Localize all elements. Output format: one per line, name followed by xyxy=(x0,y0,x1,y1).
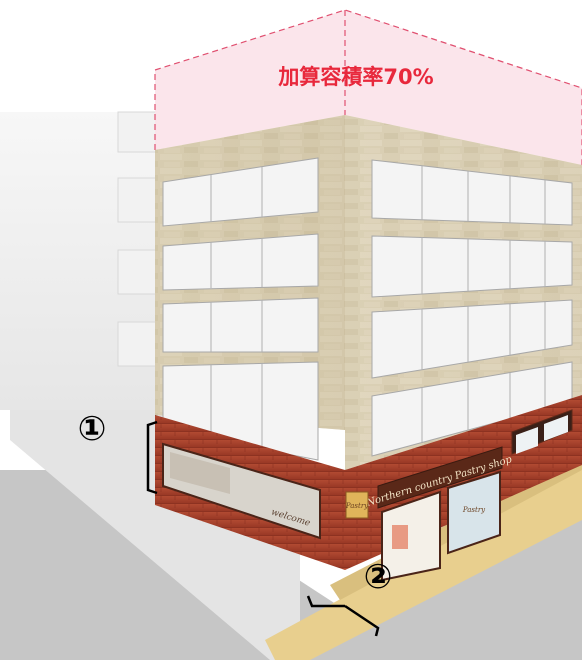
neighbor-window xyxy=(117,177,157,223)
marker-one-bracket xyxy=(146,420,158,495)
shop-poster-window xyxy=(447,470,501,555)
bonus-zone-outline xyxy=(154,9,582,165)
shop-sign-board xyxy=(377,446,503,509)
bonus-far-label: 加算容積率70% xyxy=(277,65,433,89)
window-band xyxy=(162,157,319,227)
left-windows xyxy=(162,157,319,461)
hanging-sign: Pastry xyxy=(345,491,369,519)
marker-one-label: ① xyxy=(78,409,107,449)
marker-two-bracket-right xyxy=(344,604,380,637)
ground-floor-left: welcome xyxy=(155,415,345,570)
neighbor-window xyxy=(117,249,157,295)
hanging-sign-text: Pastry xyxy=(345,502,369,510)
shop-door-window xyxy=(381,490,441,582)
window-band xyxy=(162,297,319,353)
neighbor-window xyxy=(117,111,157,153)
window-display xyxy=(170,452,230,494)
display-item xyxy=(392,525,408,549)
right-windows xyxy=(371,159,573,457)
neighbor-building xyxy=(0,111,160,410)
marker-two-bracket-left xyxy=(306,595,345,608)
window-pane xyxy=(516,427,538,454)
left-sidewalk xyxy=(10,395,300,660)
marker-two-label: ② xyxy=(364,557,393,597)
marker-one: ① xyxy=(78,409,158,495)
ground-floor-right: Northern country Pastry shop Pastry xyxy=(345,395,582,582)
bonus-far-zone: 加算容積率70% xyxy=(154,9,582,165)
window-band xyxy=(162,233,319,291)
marker-two: ② xyxy=(306,557,393,637)
poster-text: Pastry xyxy=(462,506,486,514)
neighbor-window xyxy=(117,321,157,367)
hanging-sign-board xyxy=(345,491,369,519)
bonus-zone-fill xyxy=(155,10,582,165)
window-pane xyxy=(544,415,568,441)
